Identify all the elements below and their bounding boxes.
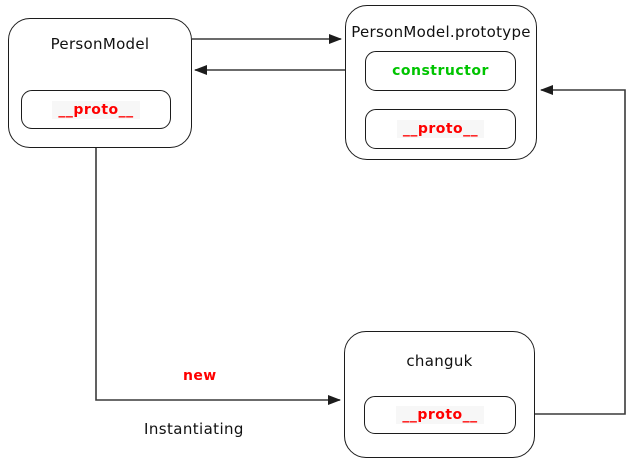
instance-proto-label: __proto__	[396, 406, 484, 424]
node-personmodel-title: PersonModel	[50, 35, 150, 53]
node-personmodel: PersonModel __proto__	[8, 18, 192, 148]
prototype-constructor-slot: constructor	[365, 51, 516, 91]
prototype-proto-slot: __proto__	[365, 109, 516, 149]
instantiating-caption: Instantiating	[144, 420, 244, 438]
prototype-proto-label: __proto__	[396, 120, 485, 138]
personmodel-proto-label: __proto__	[52, 100, 140, 119]
personmodel-proto-slot: __proto__	[21, 90, 171, 129]
prototype-constructor-label: constructor	[392, 63, 489, 79]
new-keyword-label: new	[183, 368, 217, 384]
instance-proto-slot: __proto__	[364, 396, 516, 434]
node-instance-changuk: changuk __proto__	[344, 331, 535, 458]
node-instance-title: changuk	[406, 352, 473, 370]
node-personmodel-prototype-title: PersonModel.prototype	[351, 23, 531, 41]
arrow-instance-proto-to-prototype-icon	[515, 85, 626, 415]
node-personmodel-prototype: PersonModel.prototype constructor __prot…	[345, 5, 537, 160]
arrow-new-instantiation-icon	[95, 148, 341, 405]
